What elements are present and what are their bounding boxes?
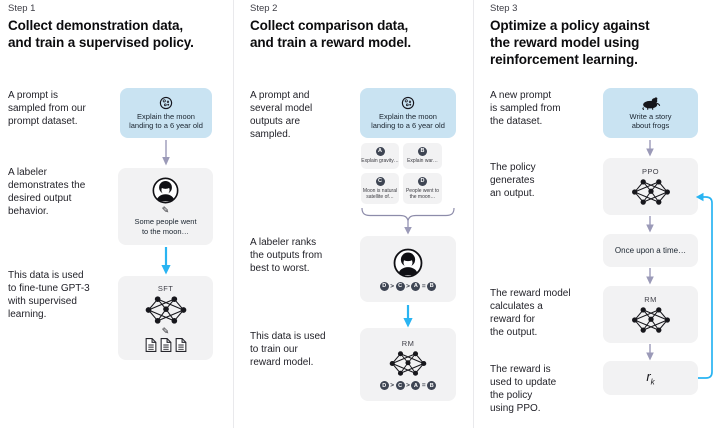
step2-label: Step 2 bbox=[250, 3, 278, 14]
rank-separator: = bbox=[421, 282, 426, 290]
step1-prompt-text: Explain the moon landing to a 6 year old bbox=[129, 111, 203, 131]
labeler-avatar-icon bbox=[152, 177, 179, 204]
flow-arrow-icon bbox=[646, 216, 654, 233]
step2-labeler-box: D > C > A = B bbox=[360, 236, 456, 302]
output-badge: D bbox=[418, 176, 427, 186]
step1-labeler-box: ✎ Some people went to the moon… bbox=[118, 168, 213, 245]
moon-icon bbox=[401, 96, 415, 110]
step1-caption-prompt: A prompt is sampled from our prompt data… bbox=[8, 90, 86, 127]
labeler-avatar-icon bbox=[393, 248, 423, 278]
flow-arrow-icon bbox=[404, 220, 412, 235]
output-card-d: D People went to the moon… bbox=[403, 173, 442, 204]
step3-title: Optimize a policy against the reward mod… bbox=[490, 18, 650, 67]
rank-badge: C bbox=[395, 381, 405, 390]
step2-caption-train: This data is used to train our reward mo… bbox=[250, 331, 326, 368]
step1-title: Collect demonstration data, and train a … bbox=[8, 18, 194, 50]
flow-arrow-icon bbox=[646, 344, 654, 361]
network-icon bbox=[630, 178, 672, 206]
step1-caption-labeler: A labeler demonstrates the desired outpu… bbox=[8, 167, 86, 217]
step3-prompt-box: Write a story about frogs bbox=[603, 88, 698, 138]
rank-badge: A bbox=[411, 381, 421, 390]
flow-arrow-blue-icon bbox=[403, 305, 413, 328]
document-icon bbox=[160, 338, 172, 352]
step3-caption-policy: The policy generates an output. bbox=[490, 162, 536, 199]
network-icon bbox=[630, 306, 672, 334]
rank-badge: B bbox=[427, 281, 437, 291]
output-card-b: B Explain war… bbox=[403, 143, 442, 169]
rank-separator: = bbox=[421, 382, 426, 389]
step3-caption-prompt: A new prompt is sampled from the dataset… bbox=[490, 90, 561, 127]
document-icon bbox=[145, 338, 157, 352]
step1-sft-box: SFT ✎ bbox=[118, 276, 213, 360]
output-card-c: C Moon is natural satellite of… bbox=[361, 173, 399, 204]
output-card-text: Explain war… bbox=[407, 158, 438, 164]
step3-output-text: Once upon a time… bbox=[614, 245, 687, 255]
rank-separator: > bbox=[406, 382, 410, 389]
step1-prompt-box: Explain the moon landing to a 6 year old bbox=[120, 88, 212, 138]
column-divider bbox=[473, 0, 474, 428]
step3-reward-box: rk bbox=[603, 361, 698, 395]
documents-row bbox=[145, 338, 187, 352]
flow-arrow-blue-icon bbox=[161, 247, 171, 275]
output-badge: A bbox=[375, 146, 385, 156]
step3-prompt-text: Write a story about frogs bbox=[629, 111, 672, 131]
output-card-text: People went to the moon… bbox=[405, 188, 440, 200]
pencil-icon: ✎ bbox=[161, 205, 170, 215]
output-card-text: Moon is natural satellite of… bbox=[362, 188, 398, 200]
step3-caption-reward: The reward model calculates a reward for… bbox=[490, 288, 571, 338]
step3-output-box: Once upon a time… bbox=[603, 234, 698, 267]
network-icon bbox=[388, 350, 428, 377]
step1-demo-text: Some people went to the moon… bbox=[134, 217, 197, 236]
step3-caption-update: The reward is used to update the policy … bbox=[490, 364, 557, 414]
step3-label: Step 3 bbox=[490, 3, 518, 14]
output-badge: B bbox=[418, 146, 427, 156]
step2-caption-sampled: A prompt and several model outputs are s… bbox=[250, 90, 313, 140]
rm-label: RM bbox=[401, 339, 415, 348]
flow-arrow-icon bbox=[646, 268, 654, 285]
moon-icon bbox=[159, 96, 173, 110]
rank-separator: > bbox=[390, 382, 395, 389]
flow-arrow-icon bbox=[162, 140, 170, 166]
step2-title: Collect comparison data, and train a rew… bbox=[250, 18, 412, 50]
step2-prompt-box: Explain the moon landing to a 6 year old bbox=[360, 88, 456, 138]
sft-label: SFT bbox=[157, 284, 174, 293]
rank-badge: C bbox=[395, 281, 405, 291]
rank-separator: > bbox=[406, 282, 410, 290]
frog-icon bbox=[641, 96, 661, 110]
rank-separator: > bbox=[390, 282, 395, 290]
pencil-icon: ✎ bbox=[161, 326, 170, 336]
step2-caption-ranks: A labeler ranks the outputs from best to… bbox=[250, 237, 323, 274]
ranking-row: D > C > A = B bbox=[379, 381, 437, 390]
rank-badge: D bbox=[379, 281, 389, 291]
step1-caption-finetune: This data is used to fine-tune GPT-3 wit… bbox=[8, 270, 90, 320]
rm-label: RM bbox=[644, 295, 657, 304]
ppo-label: PPO bbox=[641, 167, 660, 176]
step2-rm-box: RM D > C > A = B bbox=[360, 328, 456, 401]
step3-ppo-box: PPO bbox=[603, 158, 698, 215]
step1-label: Step 1 bbox=[8, 3, 36, 14]
rank-badge: B bbox=[427, 381, 437, 390]
document-icon bbox=[175, 338, 187, 352]
output-card-text: Explain gravity… bbox=[361, 158, 399, 164]
network-icon bbox=[144, 295, 188, 325]
step3-rm-box: RM bbox=[603, 286, 698, 343]
rank-badge: D bbox=[379, 381, 389, 390]
ranking-row: D > C > A = B bbox=[379, 281, 437, 291]
flow-arrow-icon bbox=[646, 140, 654, 157]
reward-value: rk bbox=[646, 369, 655, 387]
feedback-loop-arrow bbox=[695, 192, 713, 379]
rank-badge: A bbox=[411, 281, 421, 291]
step2-prompt-text: Explain the moon landing to a 6 year old bbox=[371, 111, 445, 131]
column-divider bbox=[233, 0, 234, 428]
output-card-a: A Explain gravity… bbox=[361, 143, 399, 169]
output-badge: C bbox=[375, 176, 385, 186]
